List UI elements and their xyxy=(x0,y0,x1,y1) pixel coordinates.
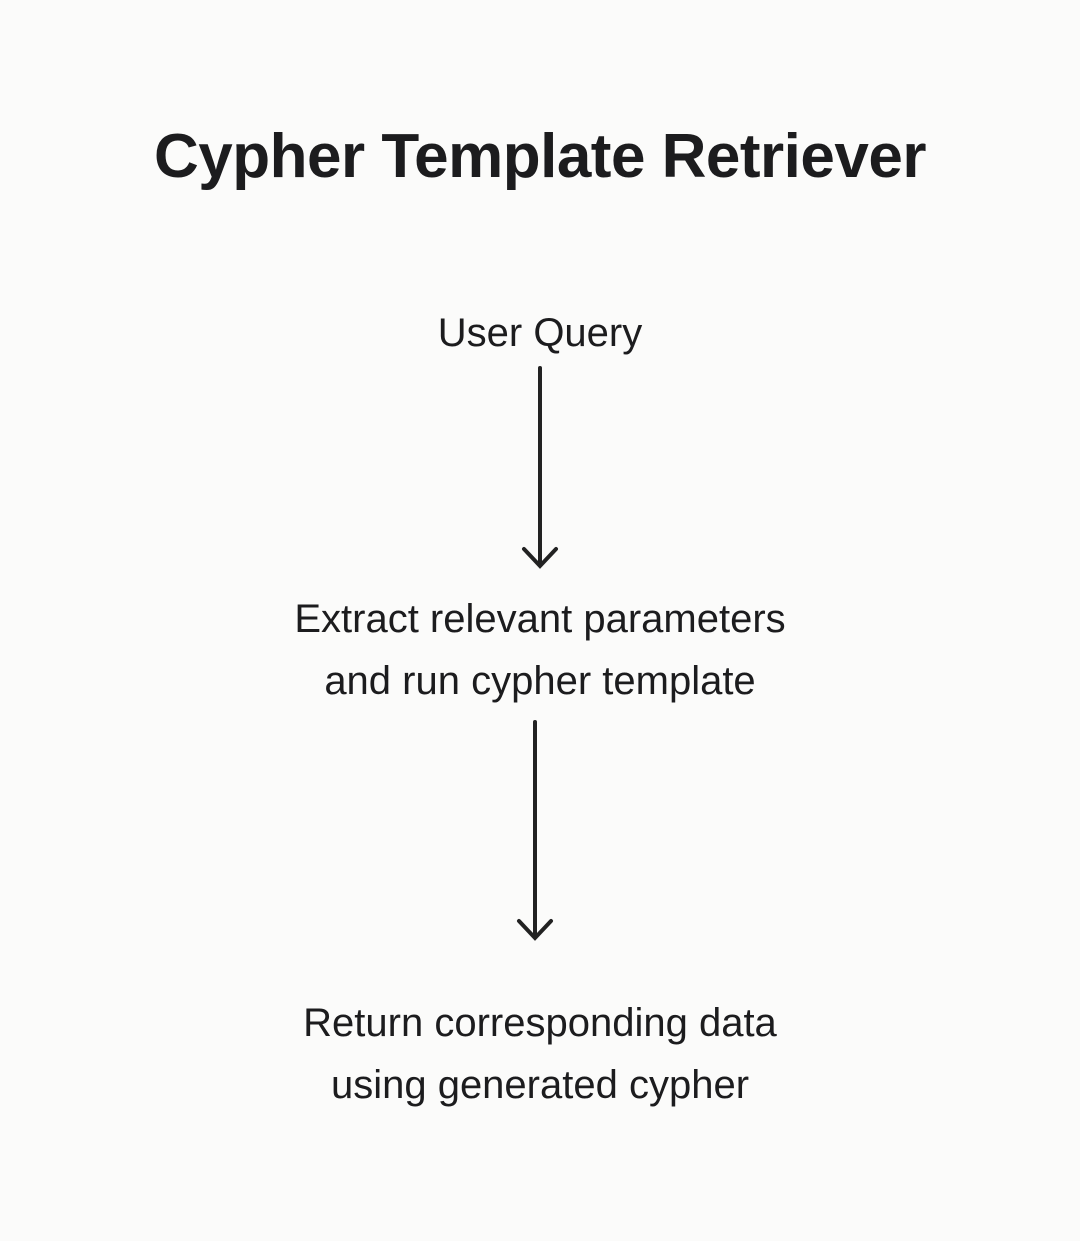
flow-node-extract-parameters: Extract relevant parameters and run cyph… xyxy=(0,588,1080,712)
flow-node-user-query: User Query xyxy=(0,302,1080,364)
down-arrow-icon xyxy=(518,366,562,570)
flow-node-label: User Query xyxy=(437,311,643,355)
flow-node-label-line2: using generated cypher xyxy=(330,1063,750,1107)
diagram-title: Cypher Template Retriever xyxy=(154,122,926,191)
flow-node-return-data: Return corresponding data using generate… xyxy=(0,992,1080,1116)
flow-node-label-line1: Extract relevant parameters xyxy=(294,597,786,641)
flow-node-label-line1: Return corresponding data xyxy=(303,1001,777,1045)
flow-node-label-line2: and run cypher template xyxy=(324,659,756,703)
down-arrow-icon xyxy=(513,720,557,942)
